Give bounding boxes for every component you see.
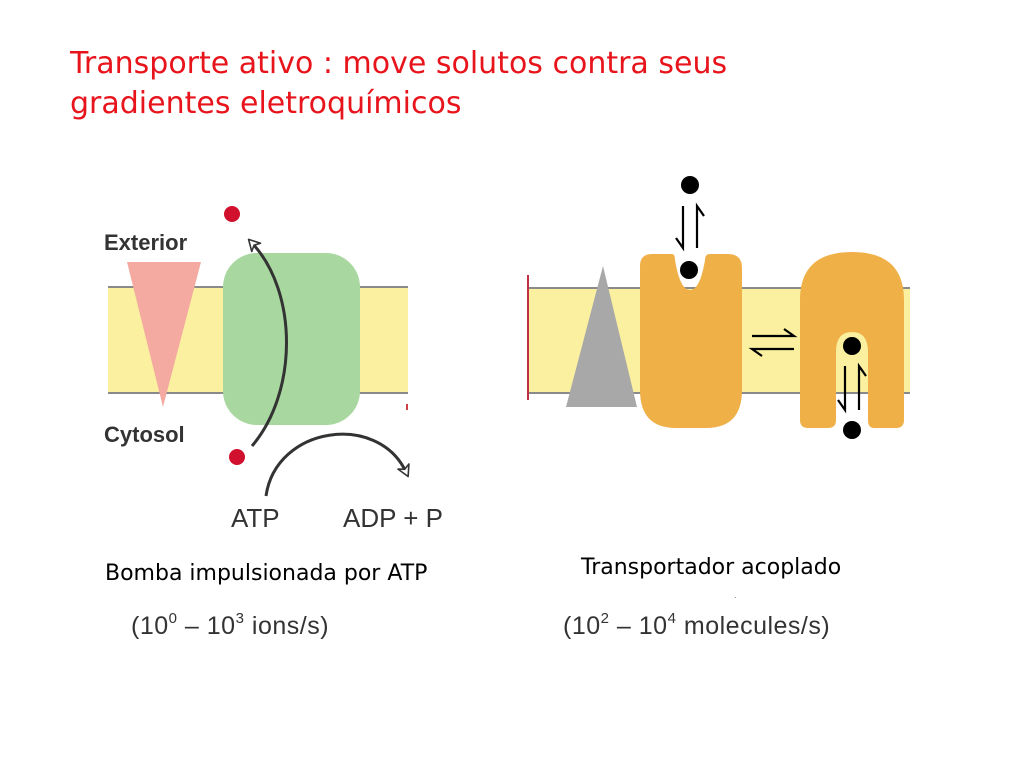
rate-mid: – 10 <box>609 612 668 640</box>
cytosol-label: Cytosol <box>104 422 185 447</box>
coupled-caption: Transportador acoplado <box>581 555 842 580</box>
solute-bound-inward <box>843 337 861 355</box>
rate-exp1: 2 <box>600 610 610 627</box>
exterior-label: Exterior <box>104 230 188 255</box>
atp-pump-protein <box>223 253 360 425</box>
rate-mid: – 10 <box>177 612 236 640</box>
pump-panel: Exterior Cytosol ATP ADP + P <box>104 206 443 533</box>
rate-exp2: 4 <box>667 610 677 627</box>
pump-caption: Bomba impulsionada por ATP <box>105 561 428 586</box>
ion-cytosol <box>229 449 245 465</box>
stray-dot: . <box>734 591 737 600</box>
solute-exterior <box>681 176 699 194</box>
solute-bound-outward <box>680 261 698 279</box>
rate-close: molecules/s) <box>676 612 831 640</box>
ion-exterior <box>224 206 240 222</box>
rate-open: (10 <box>563 612 601 640</box>
equilibrium-arrows-conformation <box>748 328 798 357</box>
equilibrium-arrows-binding <box>675 202 705 252</box>
coupled-rate: (102 – 104 molecules/s) <box>563 610 830 641</box>
transporter-inward-open <box>800 252 904 428</box>
rate-exp2: 3 <box>235 610 245 627</box>
transporter-outward-open <box>640 254 742 428</box>
pump-rate: (100 – 103 ions/s) <box>131 610 329 641</box>
gradient-triangle-gray <box>566 266 637 407</box>
concentration-gradient-triangle <box>127 262 201 407</box>
title-line-2: gradientes eletroquímicos <box>70 86 462 121</box>
rate-close: ions/s) <box>244 612 330 640</box>
title-line-1: Transporte ativo : move solutos contra s… <box>70 46 728 81</box>
rate-exp1: 0 <box>168 610 178 627</box>
ion-transport-arrow <box>247 238 288 447</box>
rate-open: (10 <box>131 612 169 640</box>
adp-label: ADP + P <box>343 503 443 533</box>
atp-hydrolysis-arrow <box>264 432 410 497</box>
coupled-panel: . <box>527 176 910 600</box>
solute-cytosol <box>843 421 861 439</box>
atp-label: ATP <box>231 503 280 533</box>
slide-title: Transporte ativo : move solutos contra s… <box>70 44 830 124</box>
equilibrium-arrows-release <box>837 362 867 414</box>
